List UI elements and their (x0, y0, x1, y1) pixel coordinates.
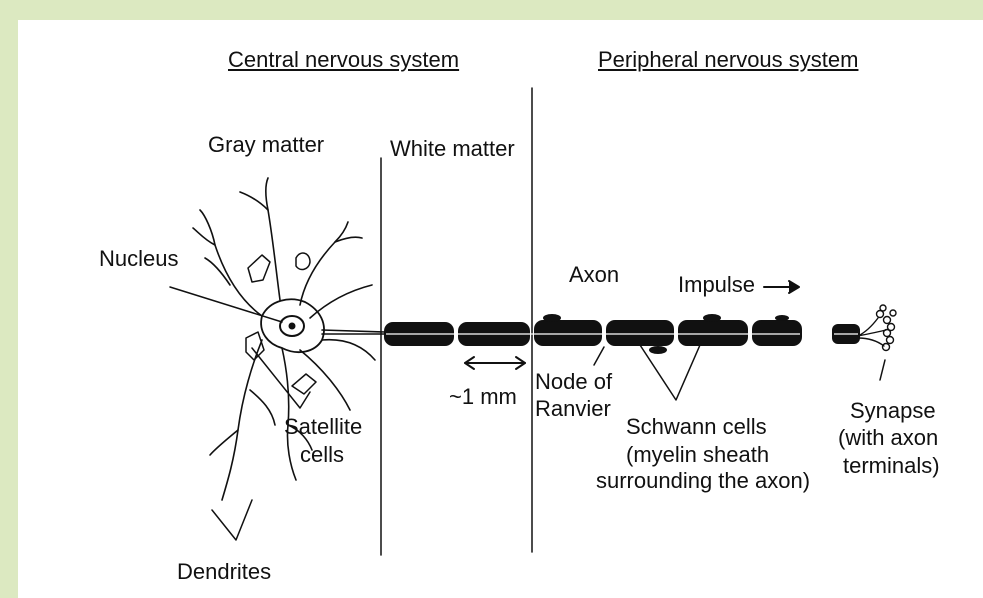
axon-label: Axon (569, 262, 619, 288)
impulse-arrow (764, 281, 799, 293)
myelin-segment (678, 320, 748, 346)
satellite-cells-label-line1: Satellite (284, 414, 362, 440)
synapse-pointer-line (880, 360, 885, 380)
nucleus-label: Nucleus (99, 246, 178, 272)
distance-arrow (465, 357, 525, 369)
synapse-label-line2: (with axon (838, 425, 938, 451)
node-of-ranvier-label-line1: Node of (535, 369, 612, 395)
schwann-label-line1: Schwann cells (626, 414, 767, 440)
white-matter-label: White matter (390, 136, 515, 162)
myelin-segment (606, 320, 674, 346)
dendrites-bracket (212, 500, 252, 540)
myelin-segment (534, 320, 602, 346)
schwann-bracket (640, 345, 700, 400)
myelin-segment (752, 320, 802, 346)
axon-terminals (858, 305, 896, 351)
distance-label: ~1 mm (449, 384, 517, 410)
axon-initial-segment (322, 330, 385, 334)
synapse-label-line1: Synapse (850, 398, 936, 424)
myelin-segments (384, 320, 860, 346)
pns-heading: Peripheral nervous system (598, 47, 858, 73)
synapse-label-line3: terminals) (843, 453, 940, 479)
dendrites-label: Dendrites (177, 559, 271, 585)
satellite-cell-4 (292, 374, 316, 394)
satellite-cells-label-line2: cells (300, 442, 344, 468)
node-pointer-line (594, 347, 604, 365)
schwann-label-line3: surrounding the axon) (596, 468, 810, 494)
node-of-ranvier-label-line2: Ranvier (535, 396, 611, 422)
impulse-label: Impulse (678, 272, 755, 298)
cns-heading: Central nervous system (228, 47, 459, 73)
schwann-label-line2: (myelin sheath (626, 442, 769, 468)
satellite-cell-2 (296, 253, 310, 269)
satellite-cell-1 (248, 255, 270, 282)
nucleus-pointer-line (170, 287, 282, 322)
satellite-cell-3 (246, 332, 264, 360)
gray-matter-label: Gray matter (208, 132, 324, 158)
dendrites-branches (193, 178, 375, 500)
